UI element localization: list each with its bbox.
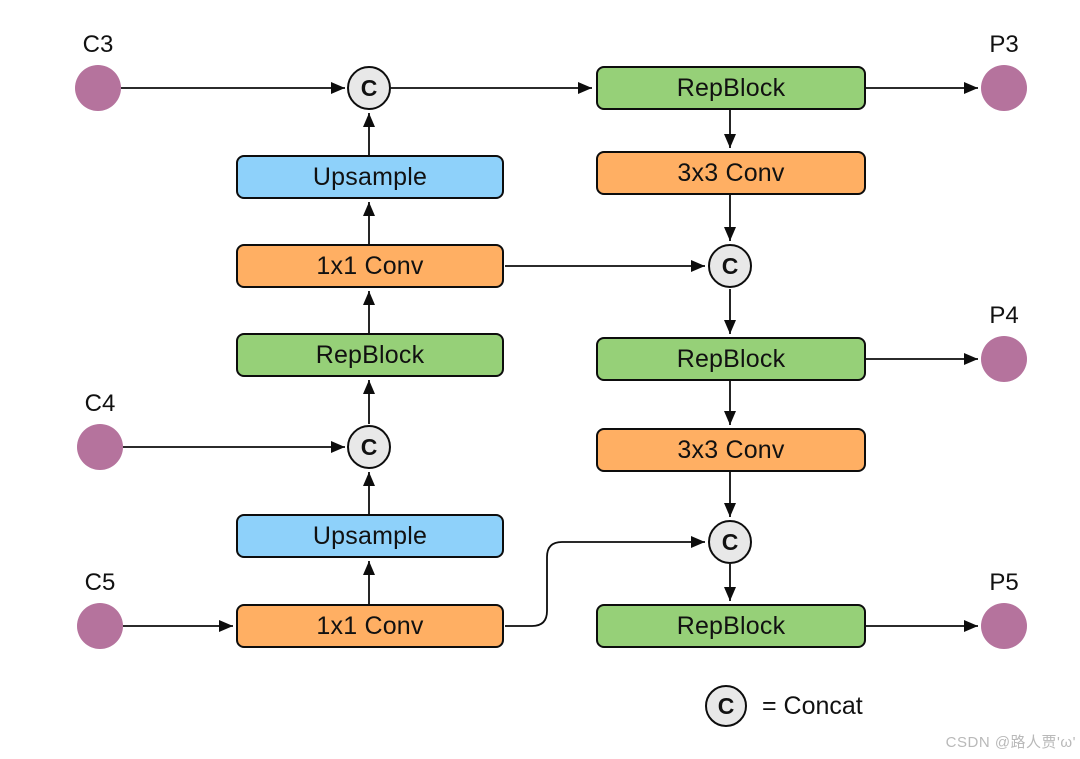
repblock-p5-block-label: RepBlock (676, 611, 786, 640)
legend-text: = Concat (762, 691, 863, 720)
edge-conv1x1-bottom-to-concat-bottom (505, 536, 705, 627)
upsample-bottom-block: Upsample (236, 514, 504, 558)
p3-node (981, 65, 1027, 111)
p3-label: P3 (989, 31, 1019, 58)
concat-bottom-node: C (708, 520, 752, 564)
upsample-bottom-block-label: Upsample (312, 521, 428, 550)
p4-label: P4 (989, 302, 1019, 329)
conv3x3-top-block-label: 3x3 Conv (677, 158, 785, 187)
c3-node (75, 65, 121, 111)
c5-node (77, 603, 123, 649)
c4-label: C4 (84, 390, 116, 417)
repblock-p4-block: RepBlock (596, 337, 866, 381)
conv3x3-top-block: 3x3 Conv (596, 151, 866, 195)
upsample-top-block: Upsample (236, 155, 504, 199)
repblock-p3-block: RepBlock (596, 66, 866, 110)
concat-top-node: C (347, 66, 391, 110)
legend: C = Concat (705, 685, 863, 727)
p5-node (981, 603, 1027, 649)
concat-legend-symbol: C (705, 685, 747, 727)
conv3x3-bottom-block: 3x3 Conv (596, 428, 866, 472)
repblock-p5-block: RepBlock (596, 604, 866, 648)
repblock-left-block: RepBlock (236, 333, 504, 377)
c5-label: C5 (84, 569, 116, 596)
c3-label: C3 (82, 31, 114, 58)
concat-c4-node: C (347, 425, 391, 469)
repblock-left-block-label: RepBlock (315, 340, 425, 369)
p4-node (981, 336, 1027, 382)
conv3x3-bottom-block-label: 3x3 Conv (677, 435, 785, 464)
watermark: CSDN @路人贾'ω' (945, 734, 1076, 751)
concat-mid-node: C (708, 244, 752, 288)
conv1x1-top-block: 1x1 Conv (236, 244, 504, 288)
c4-node (77, 424, 123, 470)
p5-label: P5 (989, 569, 1019, 596)
upsample-top-block-label: Upsample (312, 162, 428, 191)
conv1x1-bottom-block: 1x1 Conv (236, 604, 504, 648)
conv1x1-top-block-label: 1x1 Conv (316, 251, 424, 280)
repblock-p4-block-label: RepBlock (676, 344, 786, 373)
conv1x1-bottom-block-label: 1x1 Conv (316, 611, 424, 640)
repblock-p3-block-label: RepBlock (676, 73, 786, 102)
